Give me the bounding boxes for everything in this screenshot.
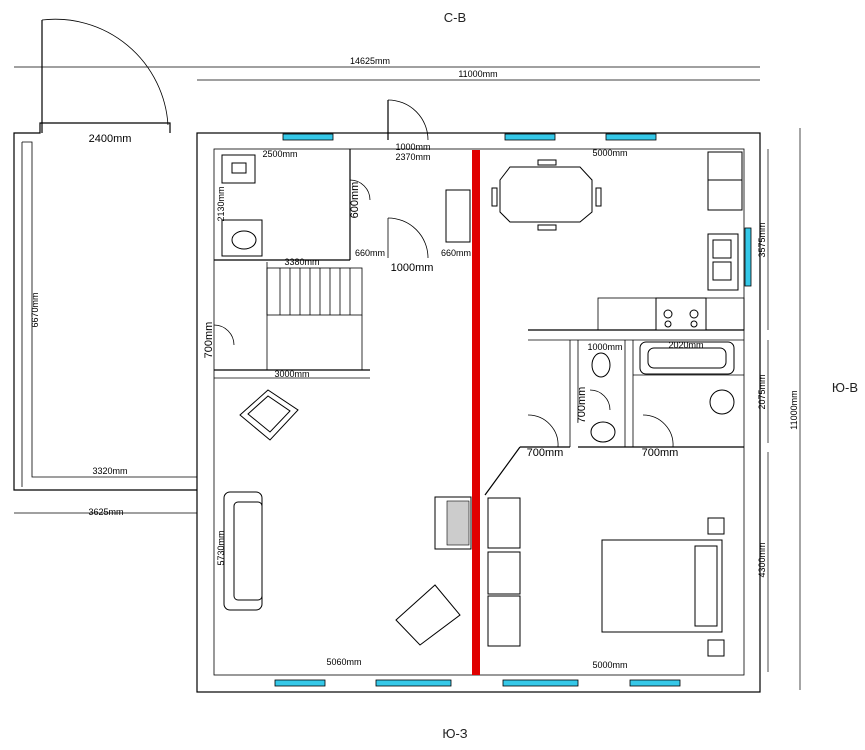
compass-south-west: Ю-З	[442, 726, 467, 741]
dim-3575: 3575mm	[757, 222, 767, 257]
dim-14625: 14625mm	[350, 56, 390, 66]
compass-north-east: С-В	[444, 10, 466, 25]
dim-660-left: 660mm	[355, 248, 385, 258]
window-top-3	[605, 133, 657, 141]
dim-11000-side: 11000mm	[789, 390, 799, 429]
dim-5060: 5060mm	[326, 657, 361, 667]
wc-toilet	[591, 352, 611, 378]
dim-2075: 2075mm	[757, 374, 767, 409]
wc-door-swing	[589, 389, 611, 411]
nightstand-2	[707, 639, 725, 657]
dim-700-left: 700mm	[203, 322, 215, 359]
entry-door-swing	[387, 99, 429, 141]
dim-3380: 3380mm	[284, 257, 319, 267]
window-bottom-4	[629, 679, 681, 687]
dimension-lines	[14, 66, 801, 690]
dim-2400: 2400mm	[89, 133, 132, 145]
dim-5000-bottom: 5000mm	[592, 660, 627, 670]
dim-1000-mid: 1000mm	[391, 262, 434, 274]
wc-sink	[590, 421, 616, 443]
window-top-1	[282, 133, 334, 141]
nightstand-1	[707, 517, 725, 535]
window-right	[744, 227, 752, 287]
interior-doors	[213, 179, 674, 448]
dim-700-bottom-left: 700mm	[527, 447, 564, 459]
dim-5000-top: 5000mm	[592, 148, 627, 158]
corridor-door-swing	[213, 324, 235, 346]
kitchen-unit-2	[707, 179, 743, 211]
furniture	[221, 151, 743, 657]
stair-block	[266, 267, 363, 316]
entry-door	[387, 99, 429, 141]
interior-walls	[214, 149, 745, 496]
bath-sink-round	[709, 389, 735, 415]
closet-door-swing	[349, 179, 371, 201]
dining-table	[499, 166, 593, 223]
terrace	[13, 18, 197, 491]
red-partition	[472, 150, 480, 675]
dim-4300: 4300mm	[757, 542, 767, 577]
dim-11000-top: 11000mm	[458, 69, 497, 79]
dim-1000-top: 1000mm	[395, 142, 430, 152]
stairs	[266, 267, 363, 316]
windows	[274, 133, 752, 687]
window-bottom-1	[274, 679, 326, 687]
dim-2020: 2020mm	[668, 340, 703, 350]
dim-700-wc: 700mm	[576, 387, 588, 424]
bedroom-wardrobe-2	[487, 551, 521, 595]
dim-2130: 2130mm	[216, 186, 226, 221]
compass-south-east: Ю-В	[832, 380, 858, 395]
bedroom-wardrobe-3	[487, 595, 521, 647]
dim-2500: 2500mm	[262, 149, 297, 159]
bedroom-door-swing-left	[527, 414, 559, 448]
dim-6670: 6670mm	[30, 292, 40, 327]
window-top-2	[504, 133, 556, 141]
hall-diagonal	[484, 446, 521, 496]
dim-600: 600mm	[349, 182, 361, 219]
window-bottom-3	[502, 679, 579, 687]
armchair	[395, 584, 461, 646]
dim-700-bottom-right: 700mm	[642, 447, 679, 459]
dim-5730: 5730mm	[216, 530, 226, 565]
bedroom-wardrobe-1	[487, 497, 521, 549]
terrace-outline	[13, 122, 197, 491]
wardrobe	[445, 189, 471, 243]
outer-wall	[196, 132, 761, 693]
terrace-inner	[22, 141, 197, 478]
dim-3320: 3320mm	[92, 466, 127, 476]
window-bottom-2	[375, 679, 452, 687]
dim-3000: 3000mm	[274, 369, 309, 379]
kitchen-unit-1	[707, 151, 743, 181]
terrace-door-swing	[41, 18, 169, 126]
dim-660-right: 660mm	[441, 248, 471, 258]
bedroom-door-swing-right	[642, 414, 674, 448]
hall-door-swing	[387, 217, 429, 259]
dim-2370: 2370mm	[395, 152, 430, 162]
dim-3625: 3625mm	[88, 507, 123, 517]
dim-1000-wc: 1000mm	[587, 342, 622, 352]
